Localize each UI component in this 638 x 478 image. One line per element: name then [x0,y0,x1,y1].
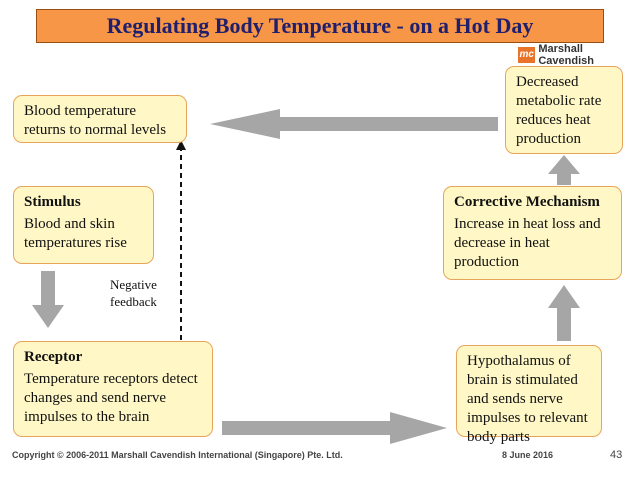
arrow-metabolic-to-normal [210,109,498,139]
footer-copyright: Copyright © 2006-2011 Marshall Cavendish… [12,450,343,460]
box-stimulus: Stimulus Blood and skin temperatures ris… [13,186,154,264]
corrective-text: Increase in heat loss and decrease in he… [454,216,601,270]
footer-page-number: 43 [610,449,623,461]
footer-date: 8 June 2016 [502,450,554,460]
logo-text: Marshall Cavendish [538,43,594,67]
logo-mark-icon: mc [518,47,536,63]
arrow-corrective-to-metabolic [548,155,580,185]
negative-feedback-label: Negative feedback [110,277,157,309]
arrow-receptor-to-hypothalamus [222,412,447,444]
stimulus-heading: Stimulus [24,194,81,210]
publisher-logo: mc Marshall Cavendish [518,43,638,67]
hypothalamus-text: Hypothalamus of brain is stimulated and … [467,353,588,445]
stimulus-text: Blood and skin temperatures rise [24,216,127,251]
metabolic-text: Decreased metabolic rate reduces heat pr… [516,74,602,147]
footer: Copyright © 2006-2011 Marshall Cavendish… [0,440,638,478]
corrective-heading: Corrective Mechanism [454,194,600,210]
box-metabolic-rate: Decreased metabolic rate reduces heat pr… [505,66,623,154]
receptor-text: Temperature receptors detect changes and… [24,371,198,425]
arrow-hypothalamus-to-corrective [548,285,580,341]
box-hypothalamus: Hypothalamus of brain is stimulated and … [456,345,602,445]
normal-levels-text: Blood temperature returns to normal leve… [24,103,167,138]
arrow-stimulus-to-receptor [32,271,64,328]
negative-feedback-arrowhead [176,140,186,150]
box-receptor: Receptor Temperature receptors detect ch… [13,341,213,437]
page-title: Regulating Body Temperature - on a Hot D… [36,9,604,43]
box-corrective-mechanism: Corrective Mechanism Increase in heat lo… [443,186,622,280]
box-normal-levels: Blood temperature returns to normal leve… [13,95,187,143]
receptor-heading: Receptor [24,349,83,365]
